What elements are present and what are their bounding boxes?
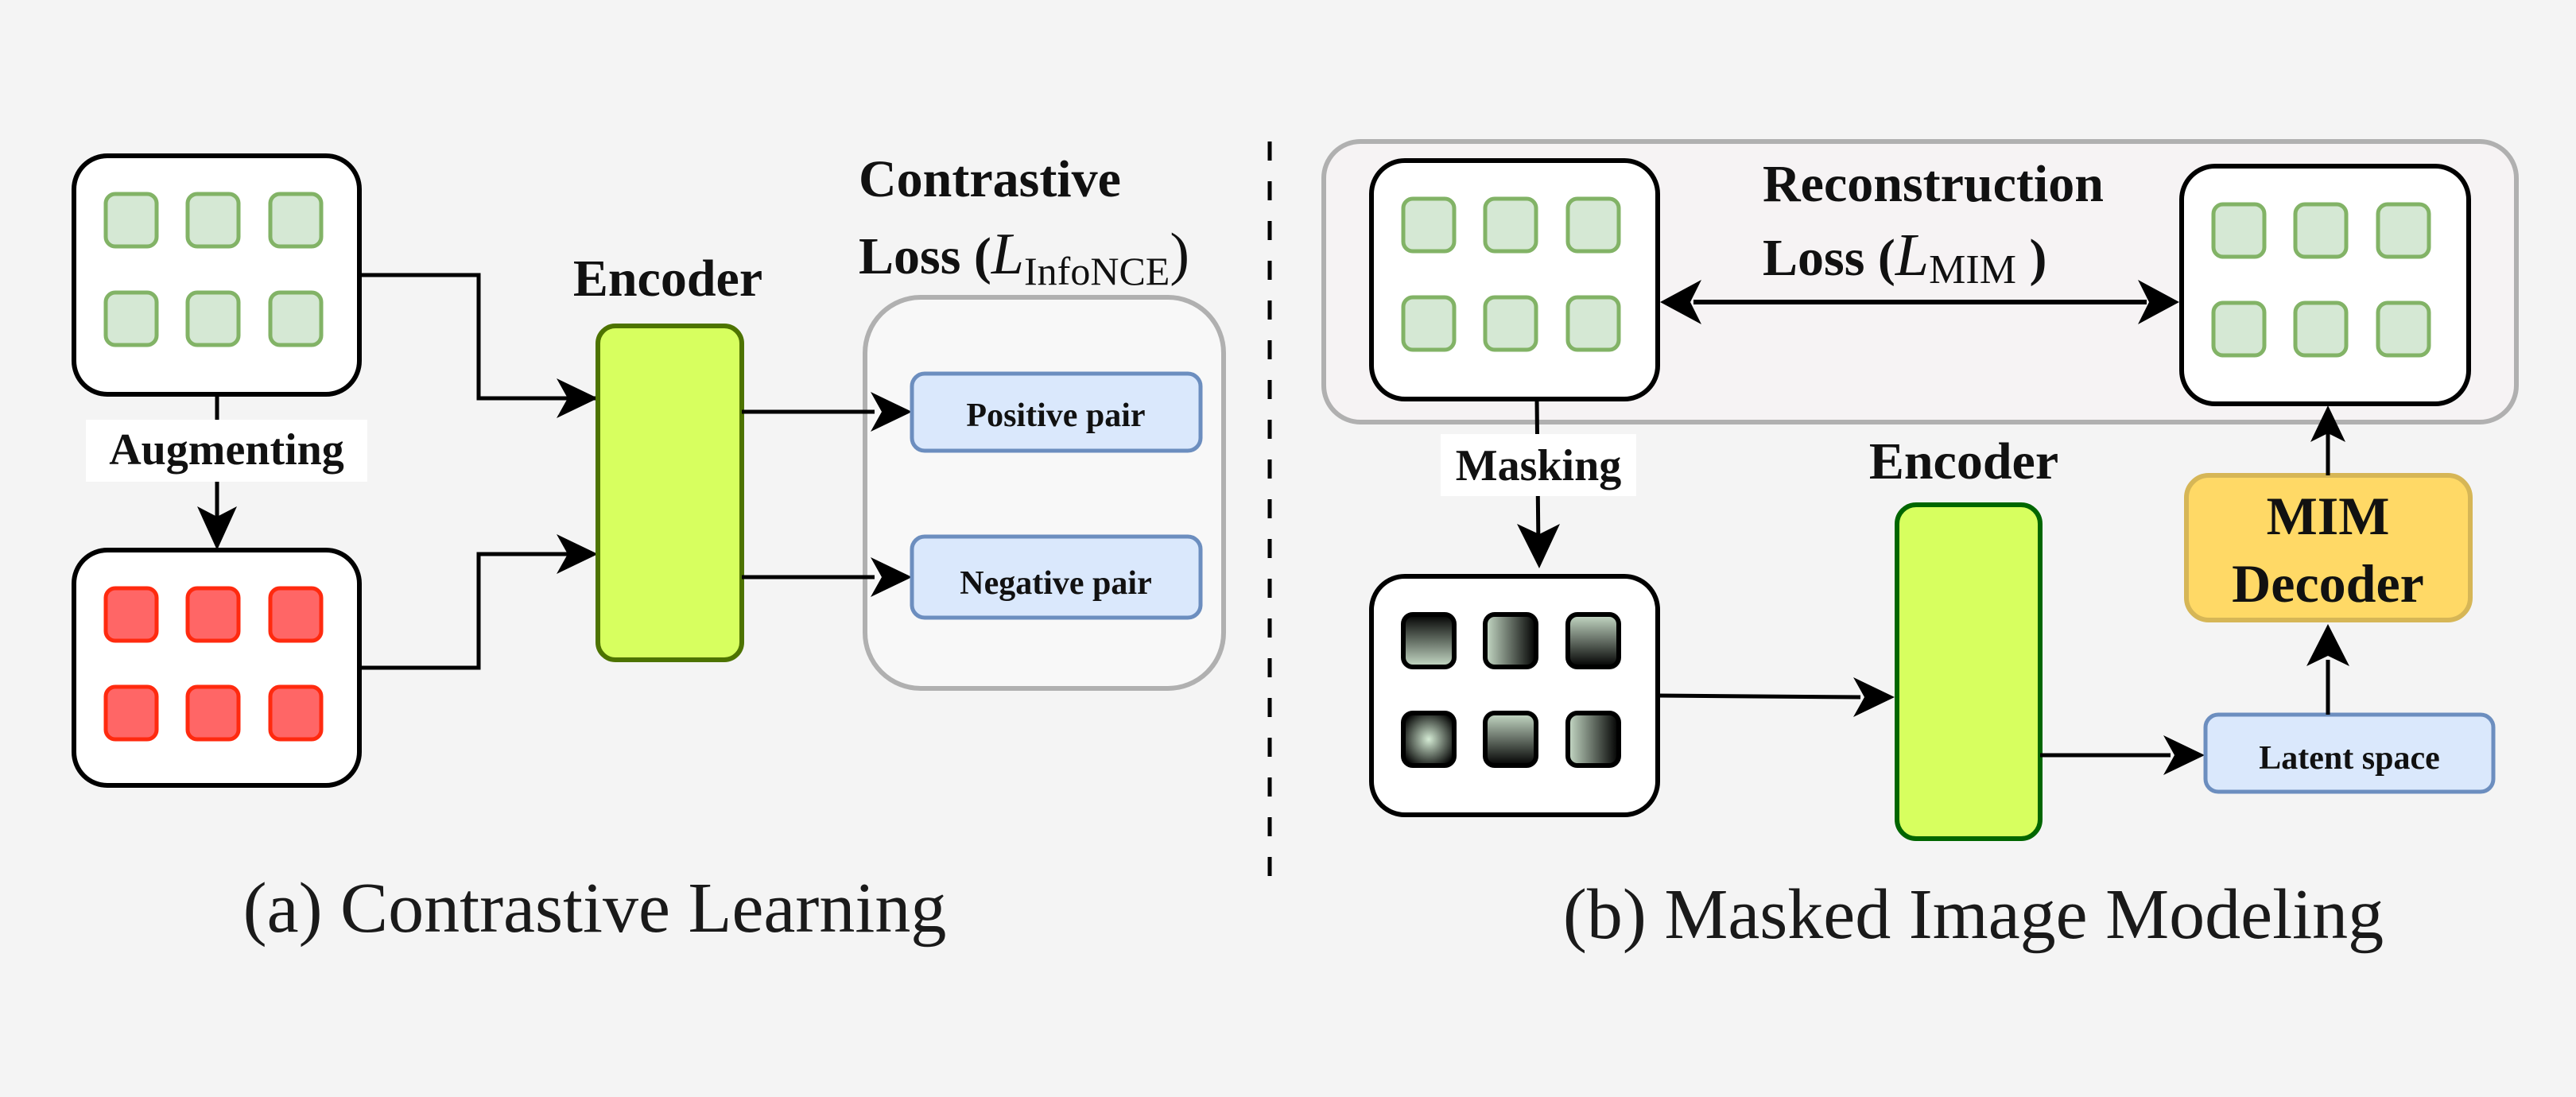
arrowhead-icon: [1660, 280, 1701, 324]
image-patch: [185, 586, 241, 643]
loss-prefix: Loss (: [1763, 229, 1895, 287]
reconstruction-loss-title-line2: Loss (LMIM ): [1763, 222, 2046, 293]
image-patch: [103, 192, 159, 249]
panel-masked-image-modeling: Reconstruction Loss (LMIM ) Masking Enco…: [1321, 139, 2519, 954]
encoder-b-label: Encoder: [1869, 432, 2058, 490]
loss-subscript: InfoNCE: [1024, 249, 1170, 293]
image-patch: [1483, 196, 1538, 254]
masking-label-bg: [1441, 434, 1636, 496]
arrowhead-icon: [871, 557, 912, 597]
arrowhead-icon: [871, 392, 912, 432]
arrowhead-icon: [2306, 624, 2349, 666]
arrowhead-icon: [2310, 405, 2345, 442]
augment-label-bg: [86, 420, 367, 482]
input-patches: [1401, 196, 1621, 352]
connector-masked-to-encoder: [1657, 693, 1861, 700]
arrowhead-icon: [557, 534, 598, 574]
image-patch: [185, 290, 241, 347]
original-image-box: [72, 153, 362, 397]
positive-pair-label: Positive pair: [966, 397, 1145, 434]
image-patch: [1483, 711, 1538, 768]
image-patch: [1401, 612, 1457, 669]
arrowhead-icon: [557, 378, 598, 418]
arrowhead-icon: [1517, 524, 1560, 568]
latent-space-label: Latent space: [2259, 740, 2439, 777]
image-patch: [1401, 295, 1457, 352]
encoder-a-block: [596, 324, 744, 662]
image-patch: [2211, 300, 2267, 358]
loss-symbol: L: [1895, 222, 1929, 289]
image-patch: [1401, 196, 1457, 254]
loss-subscript: MIM: [1929, 247, 2016, 293]
image-patch: [103, 586, 159, 643]
image-patch: [2376, 202, 2431, 259]
image-patch: [1483, 295, 1538, 352]
image-patch: [1565, 612, 1621, 669]
negative-pair-label: Negative pair: [960, 565, 1151, 602]
image-patch: [1483, 612, 1538, 669]
image-patch: [185, 684, 241, 742]
image-patch: [268, 684, 324, 742]
augmented-patches: [103, 586, 324, 742]
loss-suffix: ): [2016, 229, 2046, 287]
image-patch: [2293, 202, 2349, 259]
image-patch: [268, 586, 324, 643]
decoder-label-line1: MIM: [2267, 486, 2390, 546]
connector-original-to-encoder: [359, 273, 588, 401]
image-patch: [2211, 202, 2267, 259]
masked-patches: [1401, 612, 1621, 768]
loss-suffix: ): [1170, 222, 1189, 287]
loss-symbol: L: [991, 222, 1024, 287]
contrastive-loss-panel: [863, 295, 1226, 691]
encoder-b-block: [1895, 502, 2043, 841]
decoder-label-line2: Decoder: [2232, 553, 2424, 614]
arrowhead-icon: [2163, 735, 2205, 775]
connector-augmented-to-encoder: [359, 552, 588, 670]
augmented-image-box: [72, 548, 362, 788]
image-patch: [1565, 196, 1621, 254]
arrowhead-icon: [1853, 677, 1895, 717]
image-patch: [268, 192, 324, 249]
input-image-box: [1369, 158, 1660, 401]
reconstructed-image-box: [2179, 164, 2471, 406]
image-patch: [1401, 711, 1457, 768]
arrowhead-icon: [197, 506, 237, 550]
contrastive-loss-title-line1: Contrastive: [859, 150, 1121, 208]
panel-contrastive-learning: Augmenting Encoder Contrastive Loss (LIn…: [72, 150, 1226, 948]
original-patches: [103, 192, 324, 347]
image-patch: [268, 290, 324, 347]
positive-pair-box: [910, 371, 1203, 453]
encoder-a-label: Encoder: [573, 250, 762, 308]
image-patch: [1565, 295, 1621, 352]
arrowhead-icon: [2138, 280, 2179, 324]
caption-masked-image-modeling: (b) Masked Image Modeling: [1563, 875, 2384, 954]
contrastive-loss-title-line2: Loss (LInfoNCE): [859, 222, 1189, 293]
image-patch: [185, 192, 241, 249]
caption-contrastive-learning: (a) Contrastive Learning: [243, 869, 947, 948]
image-patch: [2293, 300, 2349, 358]
image-patch: [2376, 300, 2431, 358]
loss-prefix: Loss (: [859, 227, 991, 285]
image-patch: [1565, 711, 1621, 768]
image-patch: [103, 684, 159, 742]
masking-label: Masking: [1456, 441, 1622, 490]
augment-label: Augmenting: [109, 425, 344, 475]
reconstructed-patches: [2211, 202, 2431, 358]
latent-space-box: [2203, 712, 2496, 794]
image-patch: [103, 290, 159, 347]
negative-pair-box: [910, 534, 1203, 620]
reconstruction-loss-title-line1: Reconstruction: [1763, 155, 2104, 213]
